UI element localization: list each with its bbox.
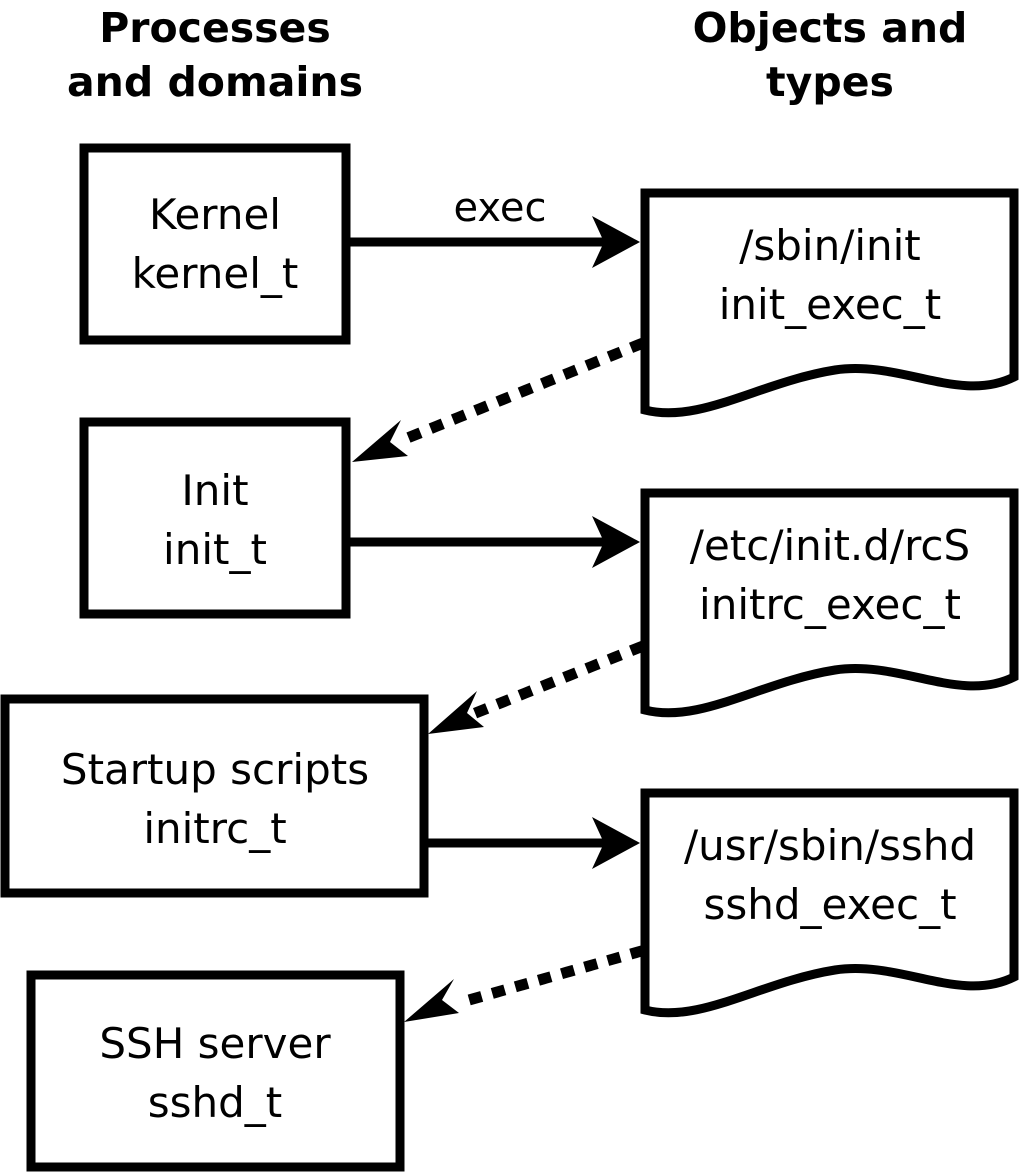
process-node-ssh-server[interactable]: SSH server sshd_t <box>26 970 405 1172</box>
process-node-kernel[interactable]: Kernel kernel_t <box>79 143 351 345</box>
edge-sshd-exec-to-sshd <box>404 945 645 1022</box>
process-node-kernel-line2: kernel_t <box>132 249 299 298</box>
arrow-head-icon <box>592 817 640 869</box>
object-node-initrc-exec-line1: /etc/init.d/rcS <box>690 521 970 570</box>
arrow-head-icon <box>404 979 459 1022</box>
column-header-processes: Processes and domains <box>67 4 363 106</box>
edge-line <box>392 337 646 449</box>
process-node-startup-scripts-line1: Startup scripts <box>61 745 369 794</box>
object-node-init-exec-line2: init_exec_t <box>719 280 942 329</box>
process-node-ssh-server-line1: SSH server <box>99 1019 331 1068</box>
node-box <box>26 970 405 1172</box>
process-node-startup-scripts[interactable]: Startup scripts initrc_t <box>0 694 429 898</box>
document-shape <box>640 488 1019 718</box>
object-node-init-exec[interactable]: /sbin/init init_exec_t <box>640 188 1019 418</box>
object-node-initrc-exec[interactable]: /etc/init.d/rcS initrc_exec_t <box>640 488 1019 718</box>
process-node-ssh-server-line2: sshd_t <box>148 1078 283 1127</box>
object-node-initrc-exec-line2: initrc_exec_t <box>699 580 961 629</box>
node-box <box>79 417 351 619</box>
document-shape <box>640 788 1019 1018</box>
column-header-processes-line1: Processes <box>99 4 331 52</box>
column-header-objects: Objects and types <box>693 4 968 106</box>
process-node-kernel-line1: Kernel <box>149 190 281 239</box>
arrow-head-icon <box>352 420 408 462</box>
object-node-sshd-exec[interactable]: /usr/sbin/sshd sshd_exec_t <box>640 788 1019 1018</box>
edge-init-exec-to-init <box>352 337 646 462</box>
column-header-objects-line2: types <box>766 58 894 106</box>
edge-init-to-initrc-exec <box>348 516 640 568</box>
arrow-head-icon <box>592 216 640 268</box>
process-node-startup-scripts-line2: initrc_t <box>143 804 286 853</box>
process-node-init-line1: Init <box>181 466 248 515</box>
edge-line <box>470 640 646 720</box>
edge-kernel-exec-init-exec: exec <box>350 185 640 268</box>
process-node-init-line2: init_t <box>163 525 267 574</box>
object-node-init-exec-line1: /sbin/init <box>739 221 921 270</box>
column-header-objects-line1: Objects and <box>693 4 968 52</box>
object-node-sshd-exec-line1: /usr/sbin/sshd <box>684 821 976 870</box>
arrow-head-icon <box>592 516 640 568</box>
column-header-processes-line2: and domains <box>67 58 363 106</box>
edge-initrc-exec-to-initrc <box>428 640 646 734</box>
edge-line <box>448 945 645 1011</box>
node-box <box>0 694 429 898</box>
edge-label-exec: exec <box>454 185 547 231</box>
edge-initrc-to-sshd-exec <box>424 817 640 869</box>
object-node-sshd-exec-line2: sshd_exec_t <box>703 880 956 929</box>
arrow-head-icon <box>428 691 484 734</box>
document-shape <box>640 188 1019 418</box>
node-box <box>79 143 351 345</box>
process-node-init[interactable]: Init init_t <box>79 417 351 619</box>
